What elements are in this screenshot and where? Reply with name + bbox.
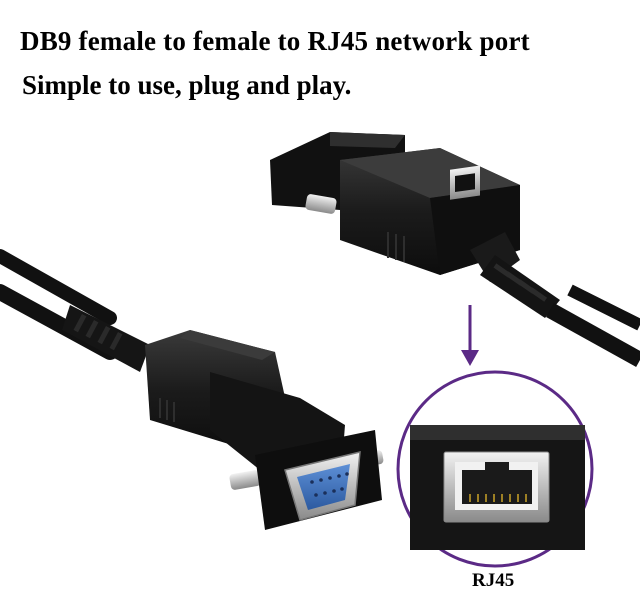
db9-adapter	[145, 330, 384, 530]
headline-title: DB9 female to female to RJ45 network por…	[20, 26, 530, 56]
callout-arrow	[461, 305, 479, 366]
rj45-adapter	[270, 132, 520, 275]
rj45-callout	[396, 370, 594, 568]
network-cable	[470, 232, 640, 367]
headline-subtitle: Simple to use, plug and play.	[22, 70, 352, 100]
rj45-label: RJ45	[472, 570, 515, 591]
left-cable	[0, 249, 150, 372]
